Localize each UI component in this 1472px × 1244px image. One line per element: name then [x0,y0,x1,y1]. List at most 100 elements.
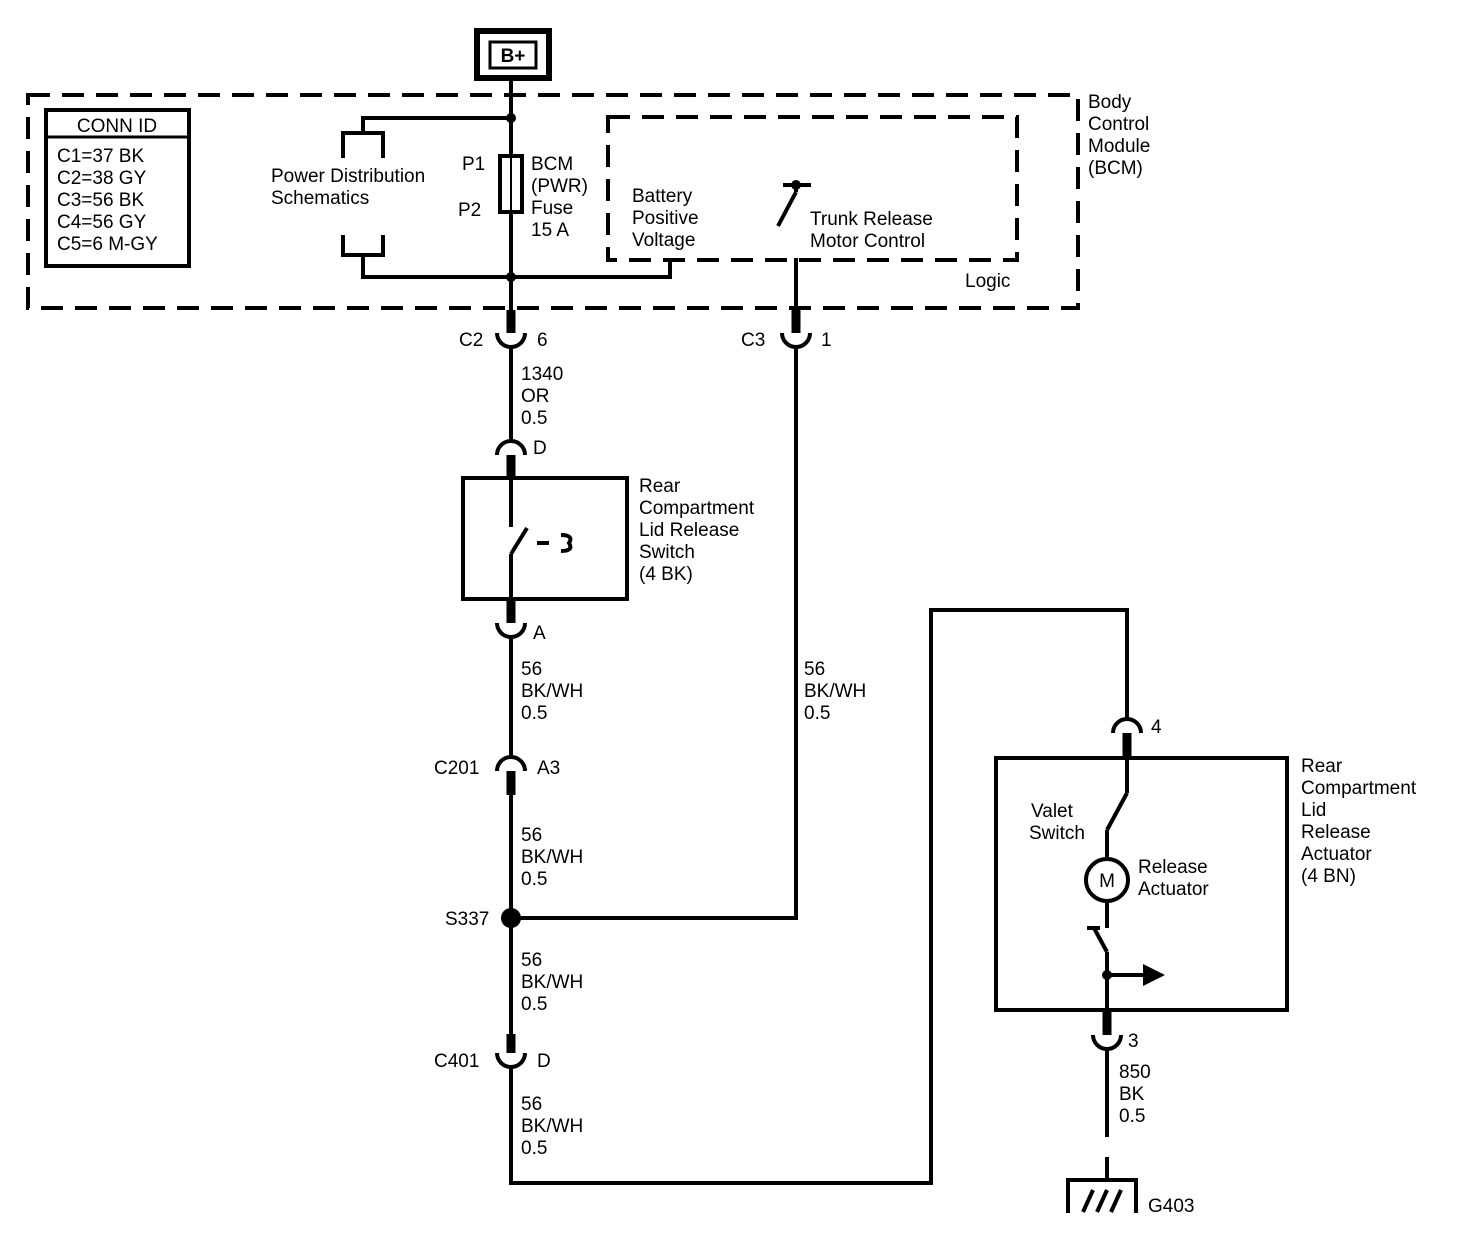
c2-connector [495,310,527,440]
power-distribution-bracket [341,113,516,282]
release-actuator-label: Release Actuator [1138,857,1209,900]
svg-text:Compartment: Compartment [1301,778,1417,799]
valet-switch [1105,758,1129,858]
c3-pin: 1 [821,330,832,351]
svg-text:Body: Body [1088,92,1132,113]
svg-text:(BCM): (BCM) [1088,158,1143,179]
c401-name: C401 [434,1051,479,1072]
switch-top-connector [495,439,527,478]
svg-text:Actuator: Actuator [1138,879,1209,900]
svg-text:Actuator: Actuator [1301,844,1372,865]
switch-bottom-connector [495,599,527,755]
battery-positive-source: B+ [474,28,552,81]
svg-text:56: 56 [804,659,825,680]
svg-text:Lid Release: Lid Release [639,520,739,541]
conn-id-row: C1=37 BK [57,146,144,167]
actuator-top-connector [1111,717,1143,758]
svg-text:56: 56 [521,825,542,846]
svg-text:0.5: 0.5 [804,703,830,724]
actuator-bottom-connector [1091,1010,1123,1137]
c3-connector [511,310,812,920]
svg-text:BK/WH: BK/WH [521,972,583,993]
wire-56-label: 56 BK/WH 0.5 [521,950,583,1015]
c2-pin: 6 [537,330,548,351]
switch-bottom-pin: A [533,623,546,644]
svg-text:BK/WH: BK/WH [804,681,866,702]
svg-text:0.5: 0.5 [1119,1106,1145,1127]
conn-id-row: C4=56 GY [57,212,147,233]
svg-text:Rear: Rear [1301,756,1343,777]
svg-text:0.5: 0.5 [521,408,547,429]
c2-name: C2 [459,330,483,351]
bcm-pwr-fuse [498,118,524,277]
svg-text:56: 56 [521,1094,542,1115]
svg-text:(4 BK): (4 BK) [639,564,693,585]
svg-text:Switch: Switch [639,542,695,563]
actuator-position-switch [1087,901,1165,1010]
svg-text:BK/WH: BK/WH [521,847,583,868]
svg-text:Switch: Switch [1029,823,1085,844]
svg-text:Power Distribution: Power Distribution [271,166,425,187]
ground-name: G403 [1148,1196,1194,1217]
svg-text:Compartment: Compartment [639,498,755,519]
svg-text:56: 56 [521,659,542,680]
svg-text:(PWR): (PWR) [531,176,588,197]
wire-1340-label: 1340 OR 0.5 [521,364,563,429]
svg-text:0.5: 0.5 [521,1138,547,1159]
conn-id-header: CONN ID [77,116,157,137]
wire-850-label: 850 BK 0.5 [1119,1062,1151,1127]
svg-text:Motor Control: Motor Control [810,231,925,252]
conn-id-row: C5=6 M-GY [57,234,158,255]
svg-text:(4 BN): (4 BN) [1301,866,1356,887]
c201-pin: A3 [537,758,560,779]
svg-text:BK: BK [1119,1084,1145,1105]
svg-text:BK/WH: BK/WH [521,681,583,702]
valet-switch-label: Valet Switch [1029,801,1085,844]
lid-release-switch-contact [509,478,573,599]
actuator-top-pin: 4 [1151,717,1162,738]
c401-pin: D [537,1051,551,1072]
conn-id-row: C3=56 BK [57,190,144,211]
svg-text:1340: 1340 [521,364,563,385]
fuse-pin-p2: P2 [458,200,481,221]
wire-56-label: 56 BK/WH 0.5 [804,659,866,724]
svg-text:Valet: Valet [1031,801,1074,822]
c201-name: C201 [434,758,479,779]
bcm-module-outline [26,93,1080,310]
ground-symbol [1066,1157,1138,1213]
svg-text:0.5: 0.5 [521,703,547,724]
wire-56-label: 56 BK/WH 0.5 [521,825,583,890]
actuator-bottom-pin: 3 [1128,1031,1139,1052]
switch-top-pin: D [533,438,547,459]
wire-56-label: 56 BK/WH 0.5 [521,659,583,724]
svg-text:0.5: 0.5 [521,994,547,1015]
fuse-label: BCM (PWR) Fuse 15 A [531,154,588,241]
motor-symbol: M [1099,871,1115,892]
release-motor: M [1084,857,1130,903]
lid-release-switch-box [461,476,629,601]
c401-connector [495,608,1129,1185]
svg-text:Lid: Lid [1301,800,1326,821]
lid-release-switch-label: Rear Compartment Lid Release Switch (4 B… [639,476,755,585]
svg-text:0.5: 0.5 [521,869,547,890]
bcm-logic-outline [606,115,1019,262]
battery-voltage-wire [511,260,672,279]
svg-text:BCM: BCM [531,154,573,175]
bcm-name-label: Body Control Module (BCM) [1088,92,1150,179]
trunk-release-control-switch [776,180,811,310]
wire-56-label: 56 BK/WH 0.5 [521,1094,583,1159]
logic-label: Logic [965,271,1010,292]
svg-text:Module: Module [1088,136,1150,157]
b-plus-label: B+ [501,46,526,67]
fuse-pin-p1: P1 [462,154,485,175]
power-distribution-label: Power Distribution Schematics [271,166,425,209]
svg-text:BK/WH: BK/WH [521,1116,583,1137]
svg-text:15 A: 15 A [531,220,569,241]
svg-text:Schematics: Schematics [271,188,369,209]
svg-text:Release: Release [1301,822,1371,843]
trunk-release-motor-control-label: Trunk Release Motor Control [810,209,933,252]
c3-name: C3 [741,330,765,351]
lid-release-actuator-box [994,756,1289,1012]
svg-text:Release: Release [1138,857,1208,878]
lid-release-actuator-label: Rear Compartment Lid Release Actuator (4… [1301,756,1417,887]
